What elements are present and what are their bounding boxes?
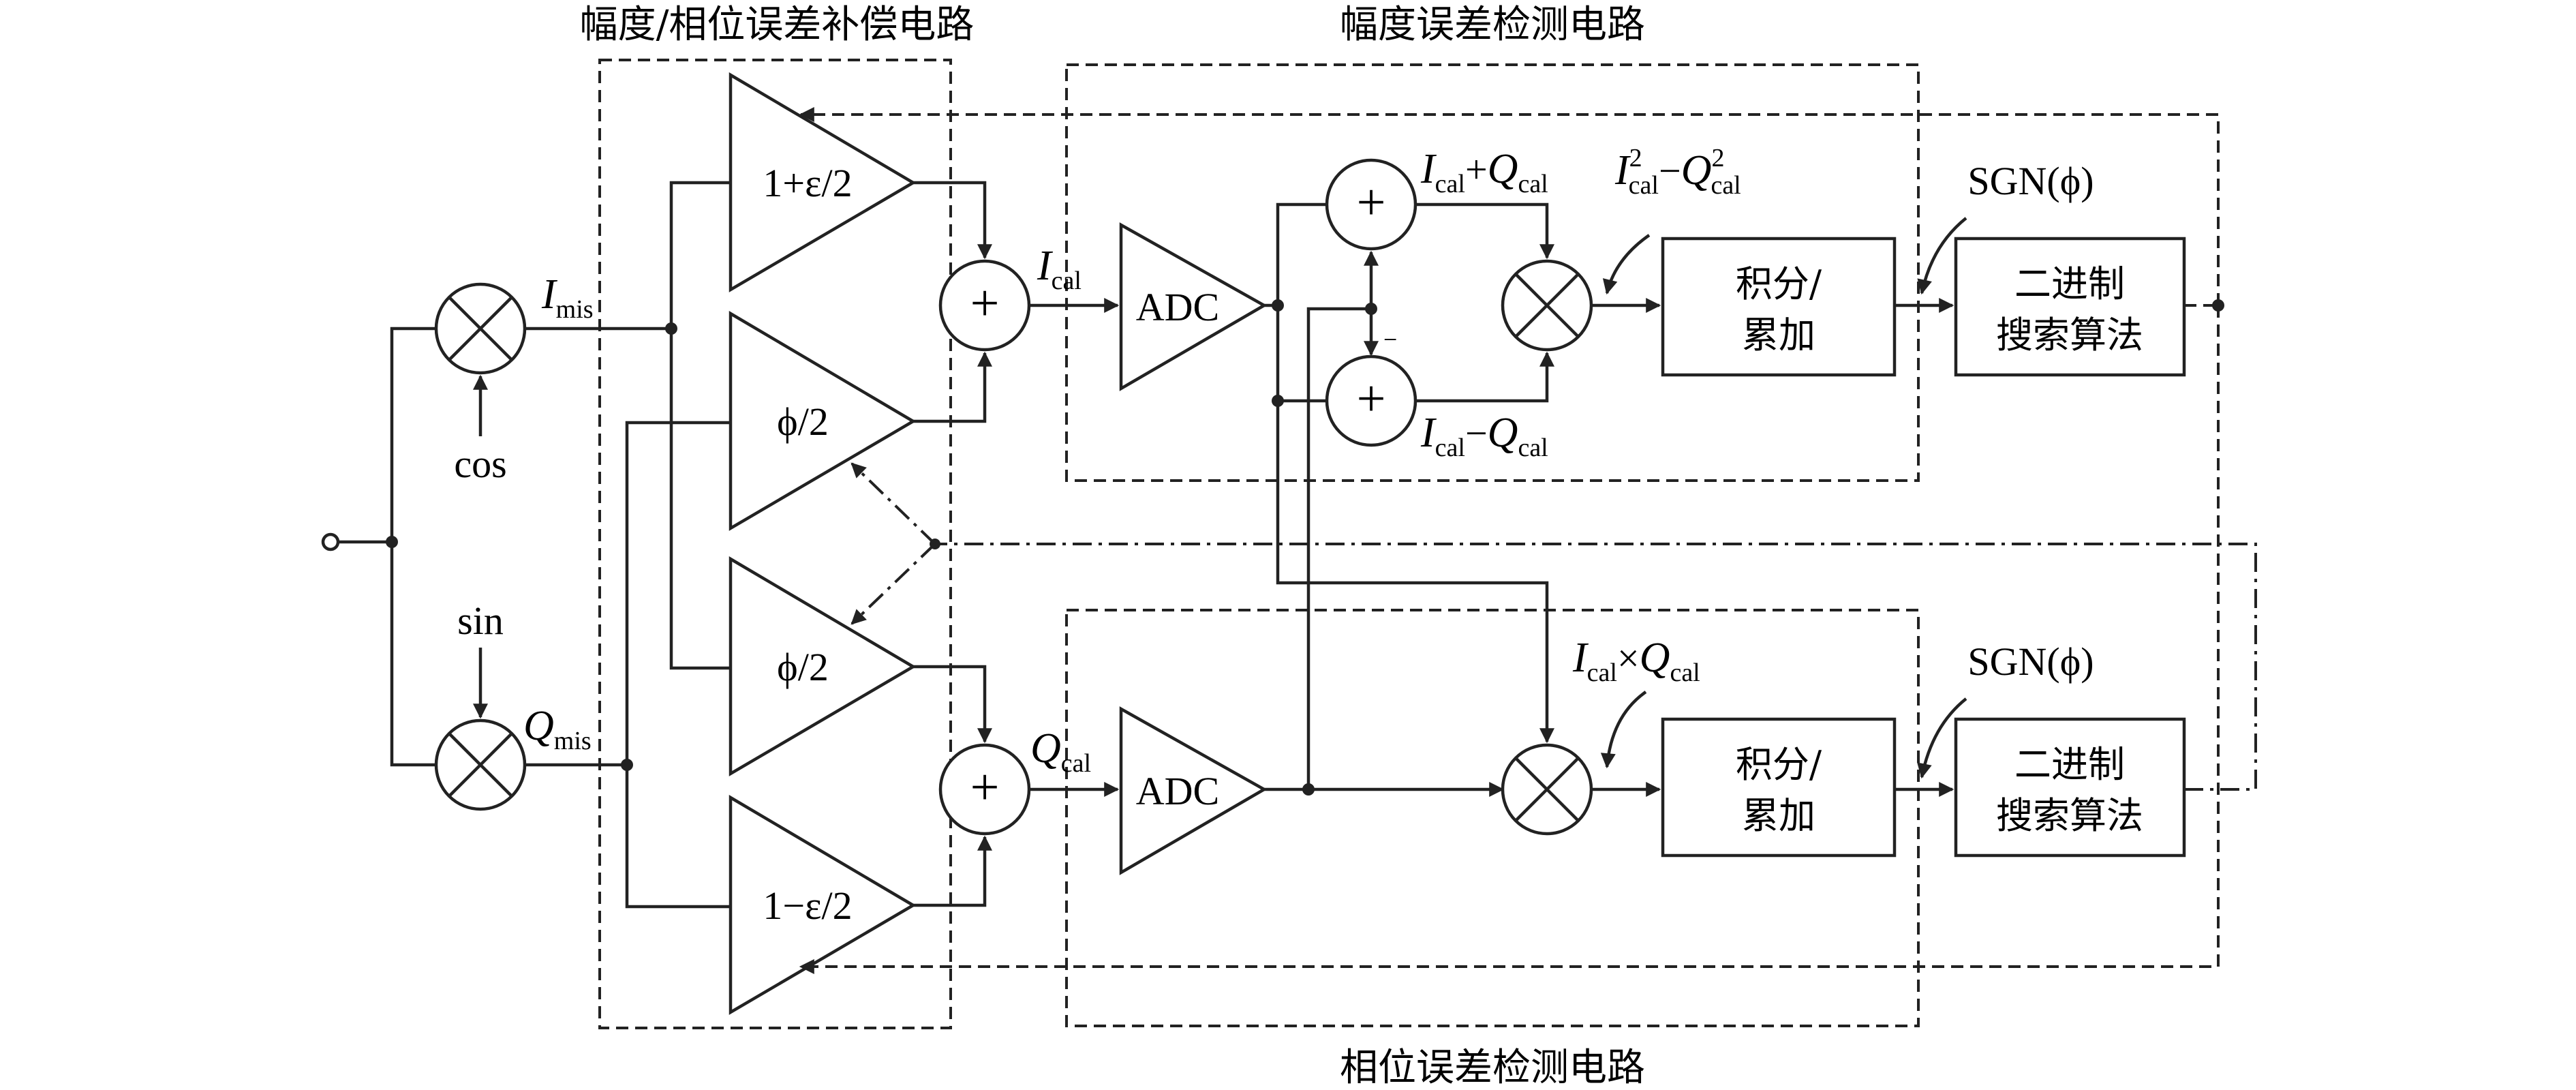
integrator-bottom-line2: 累加 bbox=[1742, 794, 1815, 837]
i-mis-label: Imis bbox=[541, 271, 594, 324]
binary-search-top-line1: 二进制 bbox=[2014, 262, 2125, 305]
adc-top-label: ADC bbox=[1136, 285, 1219, 329]
adc-bottom-label: ADC bbox=[1136, 769, 1219, 813]
amplitude-detection-block-title: 幅度误差检测电路 bbox=[1340, 3, 1645, 47]
mixer-q bbox=[434, 718, 527, 811]
multiplier-amplitude bbox=[1501, 259, 1593, 352]
feedback-amplitude-top bbox=[799, 107, 2220, 305]
gain-amp-top-label: 1+ε/2 bbox=[763, 161, 852, 205]
feedback-phase-down bbox=[850, 543, 936, 625]
sgn-top-pointer bbox=[1917, 217, 1967, 295]
feedback-amplitude-bottom bbox=[799, 305, 2220, 974]
compensation-block-title: 幅度/相位误差补偿电路 bbox=[580, 3, 975, 47]
integrator-bottom: 积分/ 累加 bbox=[1661, 717, 1897, 858]
feedback-phase bbox=[935, 543, 2257, 791]
product-pointer bbox=[1600, 691, 1647, 769]
integrator-top-line2: 累加 bbox=[1742, 314, 1815, 357]
i-times-q-label: Ical×Qcal bbox=[1572, 635, 1700, 687]
summer-i: + bbox=[938, 259, 1031, 352]
gain-amp-bottom: 1−ε/2 bbox=[729, 795, 917, 1015]
integrator-top: 积分/ 累加 bbox=[1661, 237, 1897, 377]
square-diff-pointer bbox=[1602, 234, 1651, 295]
summer-q-plus: + bbox=[970, 759, 1000, 816]
phase-amp-top-label: ϕ/2 bbox=[777, 399, 829, 444]
gain-amp-top: 1+ε/2 bbox=[729, 72, 917, 292]
binary-search-bottom-line2: 搜索算法 bbox=[1996, 794, 2143, 837]
sgn-bottom-pointer bbox=[1917, 697, 1967, 779]
i-plus-q-label: Ical+Qcal bbox=[1420, 146, 1548, 198]
summer-i-plus: + bbox=[970, 275, 1000, 332]
summer-q: + bbox=[938, 743, 1031, 836]
amplitude-detection-block-frame bbox=[1065, 63, 1920, 482]
input-section bbox=[321, 327, 436, 767]
summer-diff-plus: + bbox=[1357, 370, 1386, 427]
phase-amp-bottom: ϕ/2 bbox=[729, 556, 917, 776]
sgn-bottom-label: SGN(ϕ) bbox=[1967, 639, 2094, 684]
mixer-i bbox=[434, 282, 527, 375]
feedback-phase-up bbox=[850, 462, 936, 545]
summer-sum: + bbox=[1325, 158, 1417, 251]
binary-search-bottom: 二进制 搜索算法 bbox=[1954, 717, 2186, 858]
binary-search-top: 二进制 搜索算法 bbox=[1954, 237, 2186, 377]
summer-diff: + bbox=[1325, 354, 1417, 447]
compensation-block-frame bbox=[598, 59, 952, 1029]
binary-search-top-line2: 搜索算法 bbox=[1996, 314, 2143, 357]
sgn-top-label: SGN(ϕ) bbox=[1967, 159, 2094, 203]
integrator-top-line1: 积分/ bbox=[1736, 262, 1822, 305]
adc-top: ADC bbox=[1119, 222, 1268, 391]
phase-amp-top: ϕ/2 bbox=[729, 311, 917, 531]
integrator-bottom-line1: 积分/ bbox=[1736, 743, 1822, 786]
sin-label: sin bbox=[457, 599, 504, 643]
q-cal-label: Qcal bbox=[1030, 725, 1091, 778]
gain-amp-bottom-label: 1−ε/2 bbox=[763, 883, 852, 928]
cos-label: cos bbox=[454, 442, 506, 486]
phase-detection-block-frame bbox=[1065, 609, 1920, 1027]
q-mis-label: Qmis bbox=[523, 703, 592, 755]
i-minus-q-label: Ical−Qcal bbox=[1420, 410, 1548, 462]
phase-amp-bottom-label: ϕ/2 bbox=[777, 645, 829, 689]
binary-search-bottom-line1: 二进制 bbox=[2014, 743, 2125, 786]
adc-bottom: ADC bbox=[1119, 706, 1268, 875]
phase-detection-block-title: 相位误差检测电路 bbox=[1340, 1046, 1645, 1090]
multiplier-phase bbox=[1501, 743, 1593, 836]
summer-sum-plus: + bbox=[1357, 174, 1386, 231]
input-terminal bbox=[321, 532, 340, 551]
i-cal-label: Ical bbox=[1037, 243, 1082, 295]
minus-mark: − bbox=[1383, 326, 1397, 353]
